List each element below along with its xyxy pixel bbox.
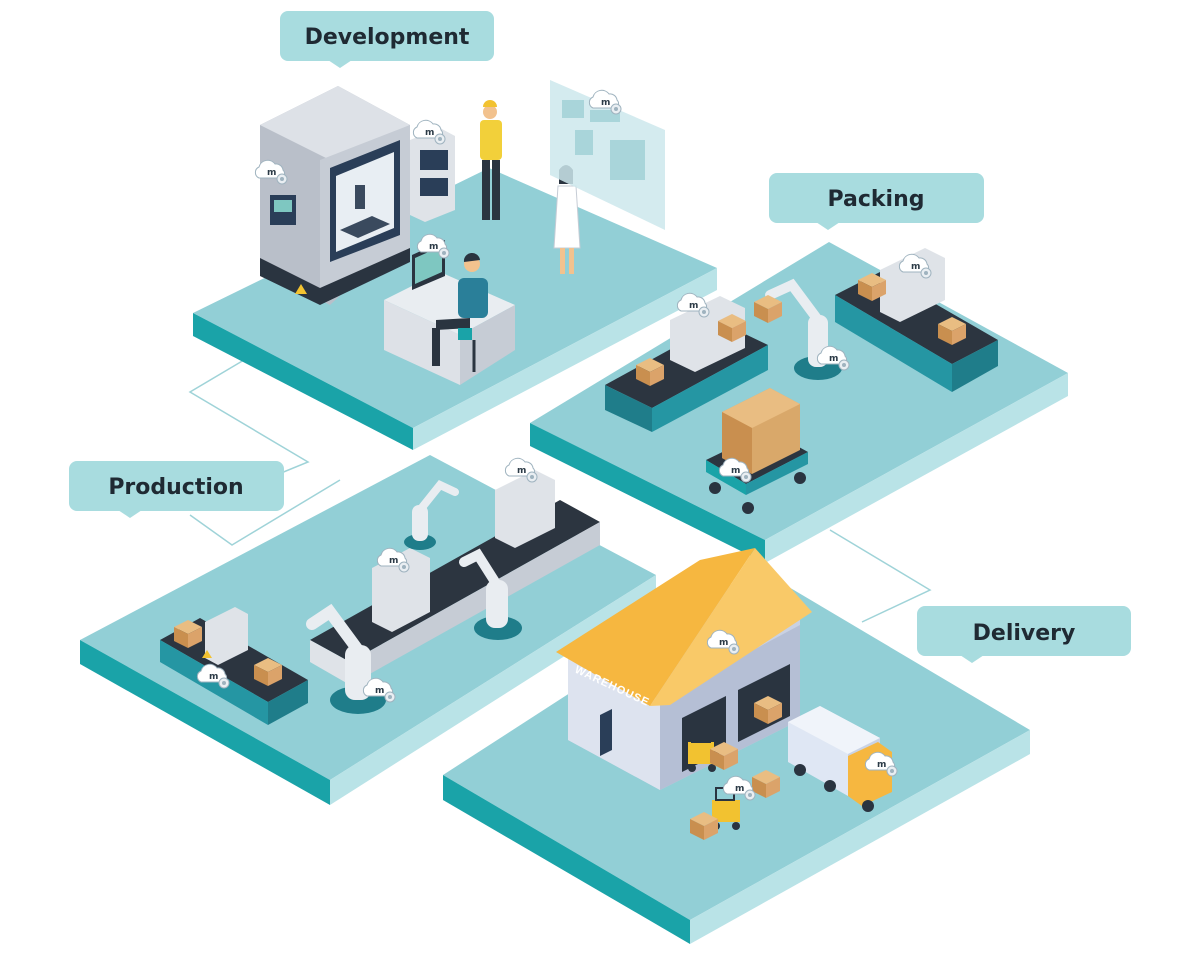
- label-development-text: Development: [305, 25, 470, 50]
- svg-text:m: m: [719, 638, 728, 648]
- engineer-figure: [480, 100, 502, 220]
- cloud-m-icon: m: [722, 775, 756, 801]
- cloud-m-icon: m: [412, 119, 446, 145]
- cloud-m-icon: m: [362, 677, 396, 703]
- forklift-1: [688, 729, 738, 772]
- cloud-m-icon: m: [864, 751, 898, 777]
- cloud-m-icon: m: [376, 547, 410, 573]
- packing-robot-arm: [754, 278, 842, 380]
- cloud-m-icon: m: [588, 89, 622, 115]
- svg-text:m: m: [429, 242, 438, 252]
- label-packing-text: Packing: [827, 187, 924, 212]
- cloud-m-icon: m: [718, 457, 752, 483]
- svg-text:m: m: [517, 466, 526, 476]
- svg-text:m: m: [389, 556, 398, 566]
- label-production: Production: [69, 461, 284, 518]
- developer-figure: [432, 252, 488, 372]
- cloud-m-icon: m: [416, 233, 450, 259]
- cloud-m-icon: m: [504, 457, 538, 483]
- svg-text:m: m: [209, 672, 218, 682]
- cloud-m-icon: m: [816, 345, 850, 371]
- label-packing: Packing: [769, 173, 984, 230]
- label-delivery-text: Delivery: [973, 621, 1076, 646]
- cloud-badges: m m m m m m m m m m m m m m m: [196, 89, 932, 801]
- cloud-m-icon: m: [898, 253, 932, 279]
- label-development: Development: [280, 11, 494, 68]
- control-cabinet: [410, 128, 455, 222]
- svg-text:m: m: [267, 168, 276, 178]
- desk-workstation: [384, 240, 515, 385]
- svg-text:m: m: [911, 262, 920, 272]
- svg-text:m: m: [877, 760, 886, 770]
- svg-text:m: m: [731, 466, 740, 476]
- label-delivery: Delivery: [917, 606, 1131, 663]
- production-robot-arm-2: [459, 548, 522, 640]
- cloud-m-icon: m: [196, 663, 230, 689]
- svg-text:m: m: [829, 354, 838, 364]
- production-conveyor-main: [310, 470, 600, 685]
- warning-icon: [202, 650, 212, 658]
- warning-icon: [295, 284, 307, 294]
- holographic-screen: [550, 80, 665, 230]
- cloud-m-icon: m: [254, 159, 288, 185]
- development-machine: [260, 86, 410, 305]
- cloud-m-icon: m: [706, 629, 740, 655]
- svg-text:m: m: [425, 128, 434, 138]
- production-robot-arm-3: [404, 480, 459, 550]
- svg-text:m: m: [735, 784, 744, 794]
- packing-conveyor-left: [605, 296, 768, 432]
- svg-text:m: m: [689, 301, 698, 311]
- cloud-m-icon: m: [676, 292, 710, 318]
- svg-text:m: m: [375, 686, 384, 696]
- svg-text:m: m: [601, 98, 610, 108]
- label-production-text: Production: [108, 475, 243, 500]
